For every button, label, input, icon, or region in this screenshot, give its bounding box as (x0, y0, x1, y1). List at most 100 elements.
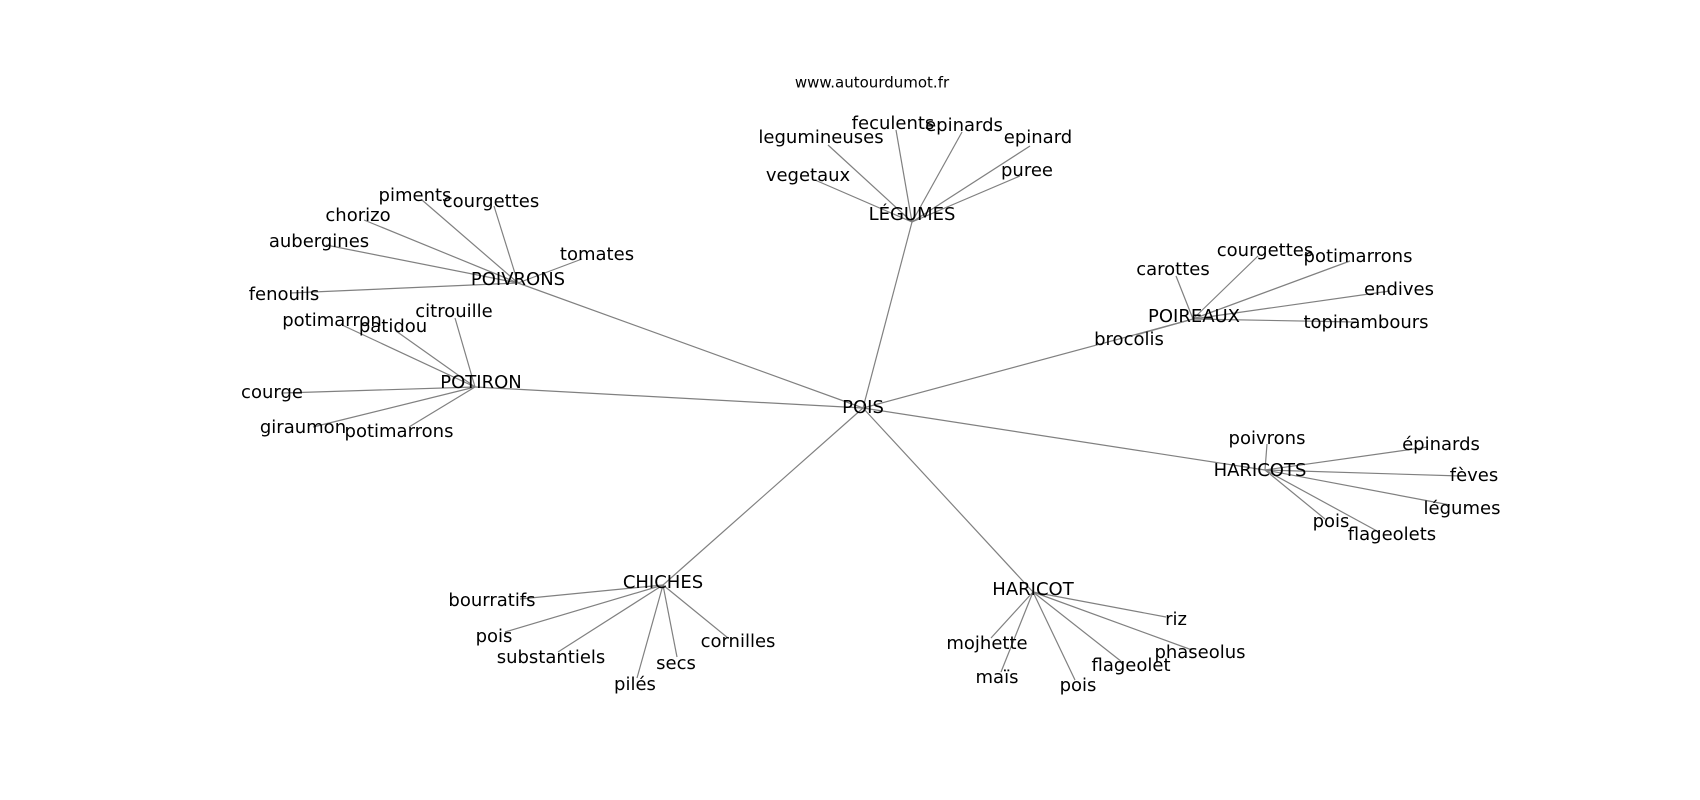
leaf-node-potiron-giraumon[interactable]: giraumon (260, 417, 346, 438)
edge-poireaux-potimarrons (1192, 260, 1351, 320)
leaf-node-haricots-legumes[interactable]: légumes (1424, 498, 1501, 519)
leaf-node-legumes-epinard[interactable]: epinard (1004, 127, 1072, 148)
leaf-node-potiron-citrouille[interactable]: citrouille (415, 301, 492, 322)
edge-poireaux-courgettes (1192, 255, 1259, 320)
edge-potiron-citrouille (454, 317, 476, 388)
edge-poivrons-tomates (517, 258, 583, 284)
leaf-node-poireaux-courgettes[interactable]: courgettes (1217, 240, 1313, 261)
edge-poivrons-chorizo (363, 219, 519, 284)
leaf-node-haricot-flageolet[interactable]: flageolet (1091, 655, 1170, 676)
leaf-node-chiches-bourratifs[interactable]: bourratifs (448, 590, 535, 611)
edge-poivrons-courgettes (493, 205, 519, 284)
leaf-node-legumes-epinards[interactable]: epinards (925, 115, 1003, 136)
leaf-node-poireaux-brocolis[interactable]: brocolis (1094, 329, 1164, 350)
edge-chiches-bourratifs (519, 584, 664, 600)
hub-node-legumes[interactable]: LÉGUMES (869, 203, 956, 225)
leaf-node-legumes-puree[interactable]: puree (1001, 160, 1053, 181)
edge-haricots-poivrons (1264, 443, 1268, 471)
source-label: www.autourdumot.fr (795, 74, 950, 92)
leaf-node-potiron-potimarron[interactable]: potimarron (282, 310, 382, 331)
leaf-node-chiches-piles[interactable]: pilés (614, 674, 656, 695)
leaf-node-poireaux-endives[interactable]: endives (1364, 279, 1434, 300)
edge-chiches-cornilles (662, 584, 729, 639)
leaf-node-haricots-pois[interactable]: pois (1313, 511, 1350, 532)
leaf-node-chiches-secs[interactable]: secs (656, 653, 696, 674)
edge-potiron-patidou (395, 330, 476, 388)
edge-haricots-epinards (1264, 446, 1429, 471)
edge-chiches-secs (662, 584, 678, 658)
leaf-node-potiron-courge[interactable]: courge (241, 382, 303, 403)
edge-haricots-flageolets (1264, 469, 1378, 532)
edge-haricot-mais (1000, 591, 1034, 673)
leaf-node-haricot-pois[interactable]: pois (1060, 675, 1097, 696)
edge-pois-haricot (862, 407, 1034, 593)
edge-potiron-giraumon (312, 386, 476, 428)
edge-haricot-phaseolus (1032, 591, 1193, 651)
leaf-node-haricots-epinards[interactable]: épinards (1402, 434, 1480, 455)
hub-node-poivrons[interactable]: POIVRONS (471, 269, 565, 290)
edge-legumes-puree (911, 175, 1021, 223)
edge-poireaux-topinambours (1192, 318, 1357, 323)
edge-pois-legumes (862, 221, 913, 409)
edge-poireaux-endives (1192, 290, 1391, 320)
edge-chiches-substantiels (557, 584, 664, 653)
leaf-node-poireaux-potimarrons[interactable]: potimarrons (1304, 246, 1413, 267)
leaf-node-poivrons-aubergines[interactable]: aubergines (269, 231, 369, 252)
edge-pois-haricots (862, 407, 1266, 471)
leaf-node-potiron-potimarrons[interactable]: potimarrons (345, 421, 454, 442)
leaf-node-chiches-cornilles[interactable]: cornilles (701, 631, 776, 652)
hub-node-chiches[interactable]: CHICHES (623, 572, 703, 593)
leaf-node-poivrons-fenouils[interactable]: fenouils (249, 284, 320, 305)
leaf-node-haricots-feves[interactable]: fèves (1450, 465, 1499, 486)
edge-haricots-feves (1264, 469, 1462, 477)
edge-chiches-piles (636, 584, 664, 679)
edge-poivrons-piments (421, 199, 519, 284)
graph-edges (282, 129, 1462, 681)
edge-haricot-pois (1032, 591, 1076, 681)
leaf-node-legumes-legumineuses[interactable]: legumineuses (758, 127, 883, 148)
edge-haricot-mojhette (990, 591, 1034, 639)
edge-potiron-courge (282, 386, 476, 394)
edge-legumes-legumineuses (827, 144, 913, 223)
edge-poivrons-fenouils (289, 282, 519, 294)
leaf-node-haricots-poivrons[interactable]: poivrons (1229, 428, 1306, 449)
edge-potiron-potimarrons (408, 386, 476, 428)
leaf-node-legumes-vegetaux[interactable]: vegetaux (766, 165, 851, 186)
leaf-node-poivrons-tomates[interactable]: tomates (560, 244, 634, 265)
leaf-node-potiron-patidou[interactable]: patidou (359, 316, 427, 337)
hub-node-poireaux[interactable]: POIREAUX (1148, 306, 1240, 327)
edge-potiron-potimarron (341, 324, 476, 388)
edge-poireaux-carottes (1175, 275, 1194, 320)
edge-pois-potiron (474, 386, 864, 409)
leaf-node-haricot-phaseolus[interactable]: phaseolus (1154, 642, 1245, 663)
edge-poireaux-brocolis (1135, 318, 1194, 336)
graph-labels: LÉGUMES legumineusesfeculentsepinardsepin… (241, 74, 1500, 697)
edge-legumes-epinards (911, 131, 963, 223)
edge-haricots-legumes (1264, 469, 1451, 506)
hub-node-haricot[interactable]: HARICOT (992, 579, 1074, 600)
leaf-node-poireaux-topinambours[interactable]: topinambours (1303, 312, 1428, 333)
edge-haricot-riz (1032, 591, 1167, 618)
hub-node-potiron[interactable]: POTIRON (440, 372, 521, 393)
leaf-node-poivrons-courgettes[interactable]: courgettes (443, 191, 539, 212)
leaf-node-poivrons-piments[interactable]: piments (379, 185, 452, 206)
leaf-node-haricot-mojhette[interactable]: mojhette (946, 633, 1027, 654)
leaf-node-haricot-riz[interactable]: riz (1165, 609, 1187, 630)
edge-legumes-vegetaux (814, 179, 913, 223)
edge-legumes-feculents (895, 129, 913, 223)
leaf-node-chiches-pois[interactable]: pois (476, 626, 513, 647)
hub-node-haricots[interactable]: HARICOTS (1214, 460, 1307, 481)
leaf-node-haricot-mais[interactable]: maïs (976, 667, 1019, 688)
edge-haricot-flageolet (1032, 591, 1123, 663)
leaf-node-poireaux-carottes[interactable]: carottes (1136, 259, 1210, 280)
leaf-node-legumes-feculents[interactable]: feculents (852, 113, 935, 134)
leaf-node-chiches-substantiels[interactable]: substantiels (497, 647, 606, 668)
edge-pois-poivrons (517, 282, 864, 409)
edge-chiches-pois (504, 584, 664, 633)
center-node-pois[interactable]: POIS (842, 397, 884, 418)
edge-legumes-epinard (911, 145, 1031, 223)
edge-pois-chiches (662, 407, 864, 586)
leaf-node-haricots-flageolets[interactable]: flageolets (1348, 524, 1436, 545)
leaf-node-poivrons-chorizo[interactable]: chorizo (325, 205, 390, 226)
